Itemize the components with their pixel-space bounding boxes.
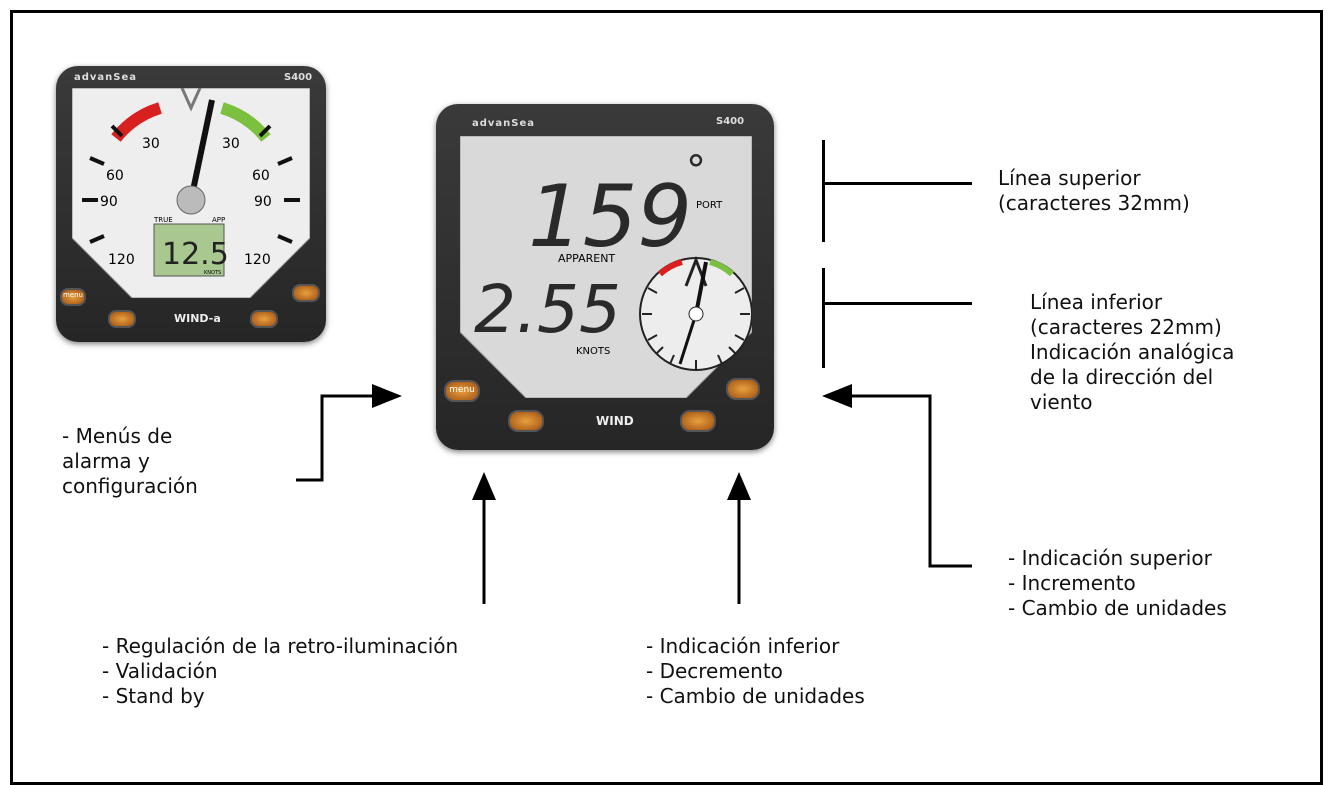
menu-button[interactable]: menu (60, 288, 86, 306)
light-button[interactable] (108, 310, 136, 328)
menu-arrow (296, 394, 380, 482)
scale-label-90-right: 90 (254, 194, 272, 210)
up-button[interactable] (292, 284, 320, 302)
bottom-value: 2.55 (474, 271, 621, 348)
scale-label-60-left: 60 (106, 168, 124, 184)
brand-logo: advanSea (472, 118, 536, 129)
callout-up-button: - Indicación superior - Incremento - Cam… (1008, 546, 1227, 620)
instrument-name: WIND (596, 414, 634, 428)
brand-logo: advanSea (74, 72, 138, 83)
scale-label-30-right: 30 (222, 136, 240, 152)
menu-button[interactable]: menu (444, 380, 480, 402)
callout-menu-button: - Menús de alarma y configuración (62, 424, 198, 498)
instrument-name: WIND-a (174, 312, 221, 325)
bottom-line-leader (822, 302, 972, 305)
analog-wind-dial: 30 60 90 120 30 60 90 120 TRUE APP 12.5 … (72, 88, 310, 298)
callout-top-line: Línea superior (caracteres 32mm) (998, 166, 1190, 215)
bottom-line-bracket (822, 268, 825, 368)
up-button[interactable] (726, 378, 760, 400)
model-label: S400 (716, 116, 745, 127)
digital-unit: KNOTS (204, 270, 221, 276)
knots-label: KNOTS (576, 346, 610, 357)
callout-down-button: - Indicación inferior - Decremento - Cam… (646, 634, 865, 708)
down-button[interactable] (680, 410, 716, 432)
port-label: PORT (696, 200, 723, 211)
scale-label-120-left: 120 (108, 252, 135, 268)
app-label: APP (212, 216, 225, 224)
up-arrow (846, 394, 972, 568)
wind-digital-instrument: advanSea S400 159 ° PORT APPARENT 2.55 K… (436, 104, 774, 450)
mini-wind-dial (639, 255, 752, 371)
degree-symbol: ° (686, 148, 706, 194)
digital-value: 12.5 (162, 237, 229, 272)
wind-analog-instrument: advanSea S400 30 60 90 120 30 60 90 120 … (56, 66, 326, 342)
model-label: S400 (284, 72, 313, 83)
callout-light-button: - Regulación de la retro-iluminación - V… (102, 634, 459, 708)
top-line-bracket (822, 140, 825, 242)
lcd-display: 159 ° PORT APPARENT 2.55 KNOTS (460, 136, 752, 398)
top-line-leader (822, 182, 972, 185)
scale-label-60-right: 60 (252, 168, 270, 184)
top-value: 159 (528, 167, 692, 267)
apparent-label: APPARENT (558, 252, 615, 265)
wind-needle (188, 99, 215, 201)
callout-bottom-line: Línea inferior (caracteres 22mm) Indicac… (1030, 290, 1235, 414)
digital-display (153, 223, 225, 277)
true-label: TRUE (153, 216, 173, 224)
down-button[interactable] (250, 310, 278, 328)
light-button[interactable] (508, 410, 544, 432)
scale-label-30-left: 30 (142, 136, 160, 152)
scale-label-120-right: 120 (244, 252, 271, 268)
scale-label-90-left: 90 (100, 194, 118, 210)
